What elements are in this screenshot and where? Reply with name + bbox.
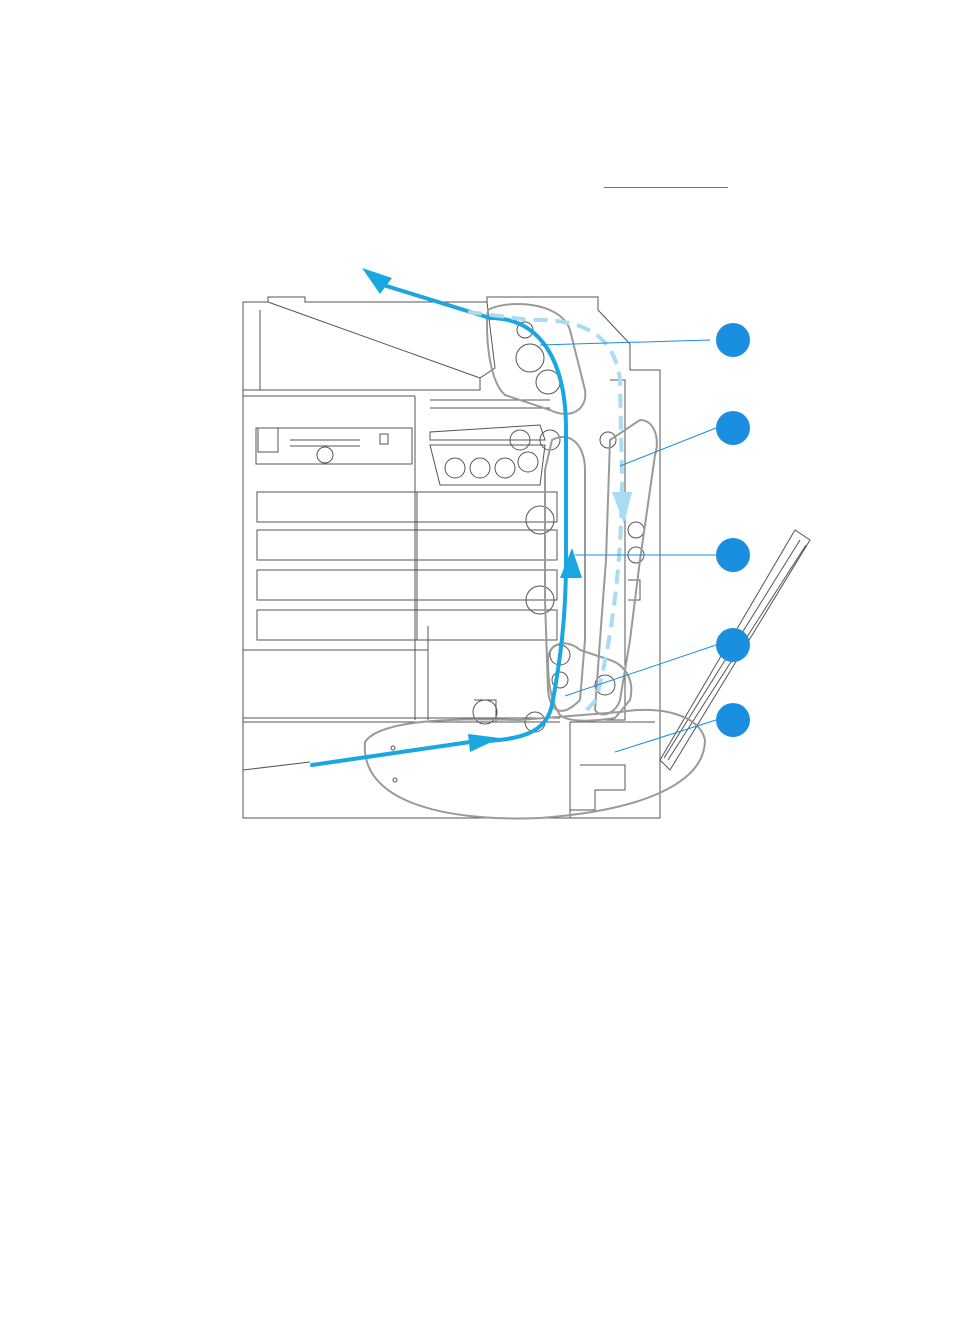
callout-3 bbox=[716, 538, 750, 572]
callout-1 bbox=[716, 323, 750, 357]
callout-4 bbox=[716, 628, 750, 662]
callouts bbox=[716, 323, 750, 737]
paper-path-main bbox=[312, 284, 566, 765]
duplex-path-arrowhead bbox=[612, 492, 632, 524]
region-outlines bbox=[365, 304, 705, 818]
printer-body bbox=[243, 297, 660, 818]
callout-5 bbox=[716, 703, 750, 737]
callout-2 bbox=[716, 411, 750, 445]
